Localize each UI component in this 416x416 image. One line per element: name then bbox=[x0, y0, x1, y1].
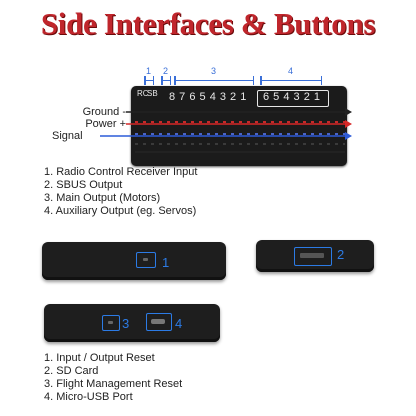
list-item: 2. SD Card bbox=[44, 365, 99, 377]
device-side-right bbox=[256, 240, 374, 272]
list-item: 3. Main Output (Motors) bbox=[44, 192, 161, 204]
fm-reset-highlight bbox=[102, 315, 120, 331]
bracket-1 bbox=[144, 76, 154, 87]
micro-usb-port bbox=[151, 319, 165, 324]
power-label: Power + bbox=[85, 118, 126, 130]
bracket-label-3: 3 bbox=[211, 66, 217, 76]
page-title: Side Interfaces & Buttons bbox=[40, 6, 376, 41]
pin-header bbox=[135, 111, 345, 153]
callout-4: 4 bbox=[175, 316, 183, 331]
device-side-bottom bbox=[44, 304, 220, 342]
list-item: 1. Radio Control Receiver Input bbox=[44, 166, 198, 178]
button-list: 1. Input / Output Reset 2. SD Card 3. Fl… bbox=[44, 352, 182, 404]
sd-card-slot bbox=[300, 253, 324, 258]
callout-3: 3 bbox=[122, 316, 130, 331]
bracket-label-1: 1 bbox=[146, 66, 152, 76]
fm-reset-button bbox=[108, 321, 113, 324]
rc-sb-label: RC SB bbox=[137, 89, 158, 98]
list-item: 3. Flight Management Reset bbox=[44, 378, 183, 390]
callout-2: 2 bbox=[337, 247, 345, 262]
list-item: 4. Auxiliary Output (eg. Servos) bbox=[44, 205, 197, 217]
bracket-label-2: 2 bbox=[163, 66, 169, 76]
list-item: 1. Input / Output Reset bbox=[44, 352, 155, 364]
usb-port-highlight bbox=[146, 313, 172, 331]
ground-label: Ground - bbox=[82, 106, 126, 118]
aux-pin-numbers: 6 5 4 3 2 1 bbox=[263, 91, 321, 103]
bracket-2 bbox=[161, 76, 171, 87]
bracket-3 bbox=[174, 76, 254, 87]
connector-board: RC SB 8 7 6 5 4 3 2 1 6 5 4 3 2 1 bbox=[131, 86, 347, 166]
bracket-4 bbox=[260, 76, 322, 87]
bracket-label-4: 4 bbox=[288, 66, 294, 76]
connector-list: 1. Radio Control Receiver Input 2. SBUS … bbox=[44, 166, 197, 218]
list-item: 2. SBUS Output bbox=[44, 179, 123, 191]
aux-pin-box bbox=[257, 90, 329, 107]
list-item: 4. Micro-USB Port bbox=[44, 391, 133, 403]
io-reset-button bbox=[143, 258, 148, 261]
io-reset-highlight bbox=[136, 252, 156, 268]
sd-card-highlight bbox=[294, 247, 332, 266]
device-side-left bbox=[42, 242, 226, 280]
callout-1: 1 bbox=[162, 255, 170, 270]
signal-label: Signal bbox=[52, 130, 83, 142]
main-pin-numbers: 8 7 6 5 4 3 2 1 bbox=[169, 91, 247, 103]
